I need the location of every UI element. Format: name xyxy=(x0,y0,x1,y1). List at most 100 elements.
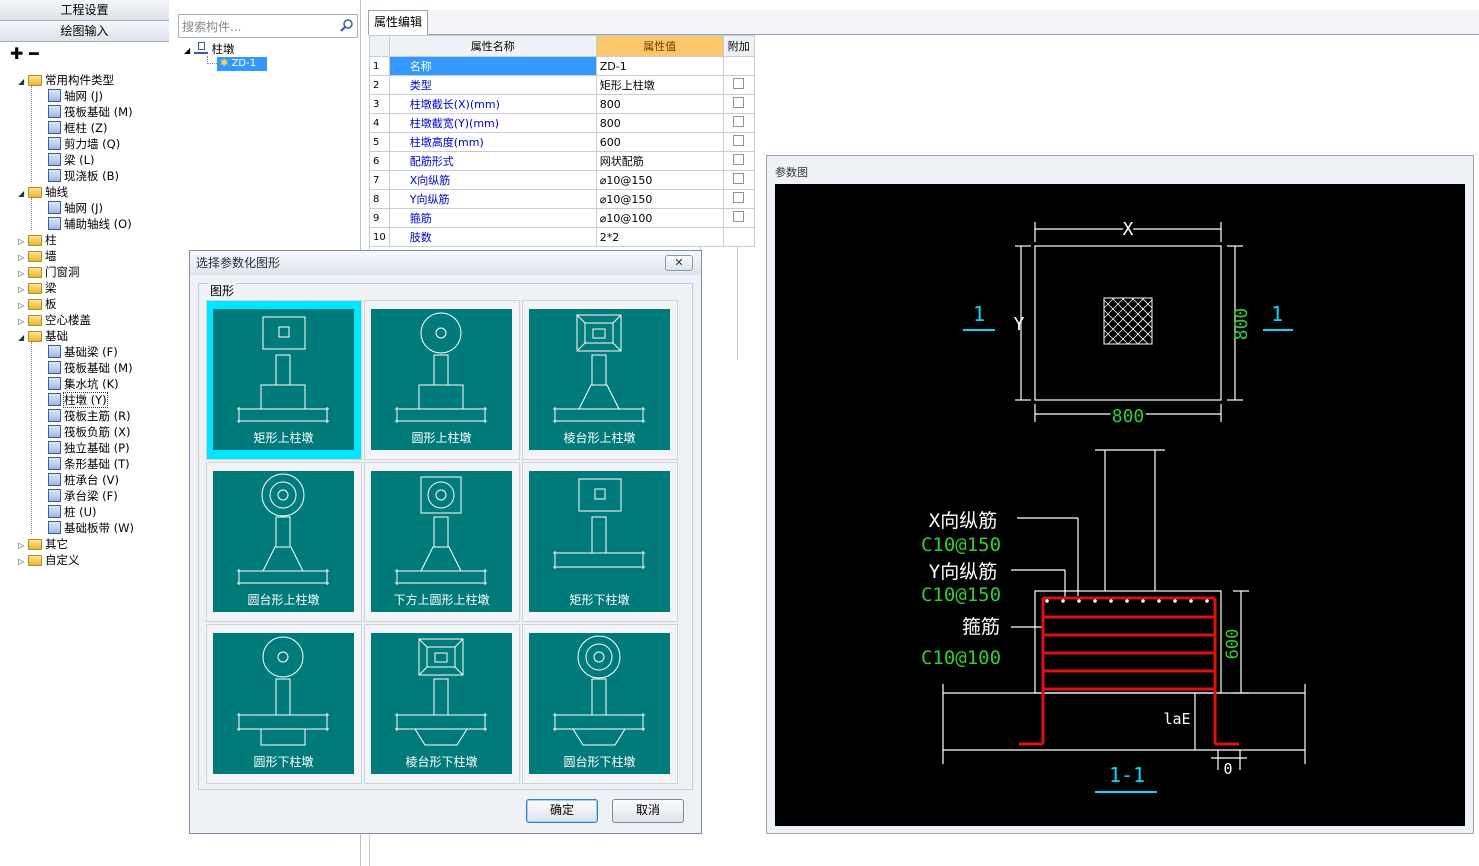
tree-item[interactable]: ▷墙 xyxy=(18,248,57,264)
search-input[interactable]: 搜索构件... xyxy=(178,14,358,38)
property-value[interactable]: 800 xyxy=(595,94,724,114)
shape-option-circle-up[interactable]: 圆形上柱墩 xyxy=(364,300,520,460)
tree-item[interactable]: 基础梁 (F) xyxy=(48,344,118,360)
property-value[interactable]: ⌀10@150 xyxy=(595,189,724,209)
expand-collapse-tools[interactable]: ✚ ━ xyxy=(10,44,39,63)
cancel-button[interactable]: 取消 xyxy=(612,799,684,823)
shape-option-sqcircle-up[interactable]: 下方上圆形上柱墩 xyxy=(364,462,520,622)
property-value[interactable]: ⌀10@100 xyxy=(595,208,724,228)
shape-preview: 圆台形下柱墩 xyxy=(529,633,670,774)
folder-icon xyxy=(28,299,42,310)
ok-button[interactable]: 确定 xyxy=(526,799,598,823)
property-name: 柱墩截长(X)(mm) xyxy=(388,94,597,114)
tree-item[interactable]: ▷空心楼盖 xyxy=(18,312,91,328)
shape-option-rect-down[interactable]: 矩形下柱墩 xyxy=(522,462,678,622)
extra-checkbox[interactable] xyxy=(733,135,745,146)
shape-group-label: 图形 xyxy=(208,282,237,299)
tree-item[interactable]: ◢常用构件类型 xyxy=(18,72,114,88)
extra-checkbox[interactable] xyxy=(733,116,745,127)
tree-item[interactable]: 基础板带 (W) xyxy=(48,520,134,536)
expand-icon[interactable]: ▷ xyxy=(18,541,25,550)
tree-item[interactable]: 剪力墙 (Q) xyxy=(48,136,120,152)
extra-checkbox[interactable] xyxy=(733,154,745,165)
extra-checkbox[interactable] xyxy=(733,78,745,89)
property-value[interactable]: ZD-1 xyxy=(595,56,724,76)
tree-item-label: 现浇板 (B) xyxy=(64,169,120,183)
extra-checkbox[interactable] xyxy=(733,173,745,184)
tree-item[interactable]: 框柱 (Z) xyxy=(48,120,108,136)
search-icon[interactable] xyxy=(340,18,354,32)
tree-item[interactable]: 轴网 (J) xyxy=(48,200,103,216)
property-value[interactable]: 矩形上柱墩 xyxy=(595,75,724,95)
shape-option-rect-up[interactable]: 矩形上柱墩 xyxy=(206,300,362,460)
project-settings-tab[interactable]: 工程设置 xyxy=(0,0,169,21)
extra-checkbox[interactable] xyxy=(733,192,745,203)
expand-icon[interactable]: ▷ xyxy=(18,301,25,310)
tab-property-edit[interactable]: 属性编辑 xyxy=(368,10,428,35)
property-value[interactable]: 600 xyxy=(595,132,724,152)
tree-item[interactable]: 筏板负筋 (X) xyxy=(48,424,131,440)
tree-item[interactable]: 现浇板 (B) xyxy=(48,168,119,184)
shape-option-cone-up[interactable]: 圆台形上柱墩 xyxy=(206,462,362,622)
expand-icon[interactable]: ▷ xyxy=(18,317,25,326)
tree-item[interactable]: 柱墩 (Y) xyxy=(48,392,108,408)
tree-item[interactable]: 筏板基础 (M) xyxy=(48,104,133,120)
property-value[interactable]: 800 xyxy=(595,113,724,133)
collapse-icon[interactable]: ◢ xyxy=(18,189,25,198)
shape-option-cone-down[interactable]: 圆台形下柱墩 xyxy=(522,624,678,784)
shape-option-circle-down[interactable]: 圆形下柱墩 xyxy=(206,624,362,784)
collapse-icon[interactable]: ◢ xyxy=(18,333,25,342)
tree-item-zd1[interactable]: ✱ ZD-1 xyxy=(217,57,267,71)
tree-item[interactable]: ▷梁 xyxy=(18,280,57,296)
property-value[interactable]: 网状配筋 xyxy=(595,151,724,171)
tree-item[interactable]: 条形基础 (T) xyxy=(48,456,130,472)
tree-item[interactable]: 辅助轴线 (O) xyxy=(48,216,132,232)
collapse-icon[interactable]: ◢ xyxy=(18,77,25,86)
tree-item[interactable]: 梁 (L) xyxy=(48,152,95,168)
dim-x: 800 xyxy=(1112,406,1145,427)
expand-icon[interactable]: ▷ xyxy=(18,557,25,566)
expand-icon[interactable]: ▷ xyxy=(18,269,25,278)
expand-icon[interactable]: ▷ xyxy=(18,285,25,294)
extra-checkbox[interactable] xyxy=(733,97,745,108)
tree-item[interactable]: ▷门窗洞 xyxy=(18,264,80,280)
tree-item[interactable]: ▷柱 xyxy=(18,232,57,248)
tree-item[interactable]: 轴网 (J) xyxy=(48,88,103,104)
tree-item[interactable]: 筏板主筋 (R) xyxy=(48,408,131,424)
property-value[interactable]: 2*2 xyxy=(595,227,724,247)
shape-option-frustum-up[interactable]: 棱台形上柱墩 xyxy=(522,300,678,460)
folder-icon xyxy=(28,187,42,198)
tree-item[interactable]: 筏板基础 (M) xyxy=(48,360,133,376)
extra-checkbox[interactable] xyxy=(733,211,745,222)
tree-item[interactable]: ◢基础 xyxy=(18,328,68,344)
tree-item[interactable]: 桩承台 (V) xyxy=(48,472,119,488)
expand-icon[interactable]: ▷ xyxy=(18,253,25,262)
shape-option-frustum-down[interactable]: 棱台形下柱墩 xyxy=(364,624,520,784)
tree-item[interactable]: ▷自定义 xyxy=(18,552,80,568)
param-figure-window: 参数图 X Y 8 xyxy=(766,155,1474,834)
property-name: 柱墩截宽(Y)(mm) xyxy=(388,113,597,133)
tree-item[interactable]: 集水坑 (K) xyxy=(48,376,119,392)
drawing-input-tab[interactable]: 绘图输入 xyxy=(0,21,169,42)
tree-item[interactable]: 独立基础 (P) xyxy=(48,440,130,456)
tree-item[interactable]: ◢轴线 xyxy=(18,184,68,200)
tree-item[interactable]: ▷其它 xyxy=(18,536,68,552)
tree-item[interactable]: 桩 (U) xyxy=(48,504,97,520)
tree-root-zhudun[interactable]: ◢ 柱墩 xyxy=(184,42,235,56)
property-value[interactable]: ⌀10@150 xyxy=(595,170,724,190)
tree-item-label: 梁 (L) xyxy=(64,153,95,167)
close-button[interactable]: ✕ xyxy=(665,255,693,271)
tree-item[interactable]: ▷板 xyxy=(18,296,57,312)
expand-icon[interactable]: ▷ xyxy=(18,237,25,246)
tree-item[interactable]: 承台梁 (F) xyxy=(48,488,118,504)
